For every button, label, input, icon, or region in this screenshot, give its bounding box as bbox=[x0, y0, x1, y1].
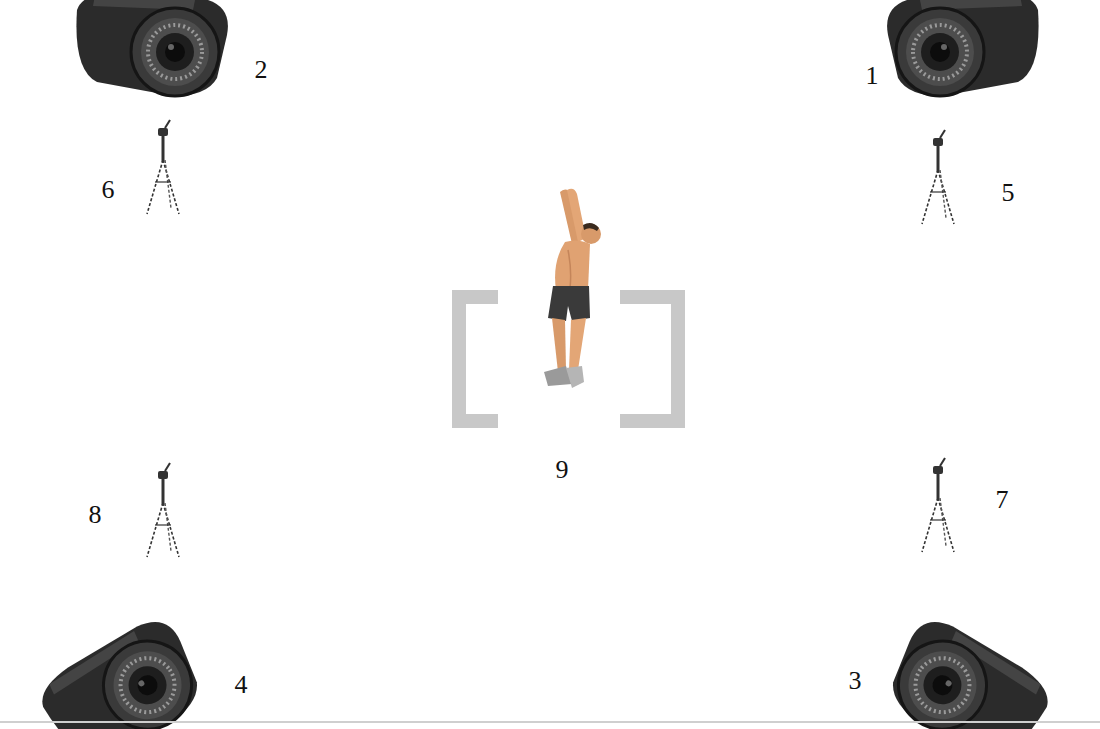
callout-number: 4 bbox=[235, 672, 248, 698]
camera bbox=[32, 606, 216, 729]
camera bbox=[887, 0, 1038, 96]
tripod bbox=[922, 130, 954, 224]
callout-number: 8 bbox=[89, 502, 102, 528]
tripod bbox=[922, 458, 954, 552]
callout-number: 5 bbox=[1002, 180, 1015, 206]
bracket bbox=[452, 290, 498, 428]
camera bbox=[874, 606, 1058, 729]
tripod bbox=[147, 463, 179, 557]
camera bbox=[76, 0, 227, 96]
callout-number: 2 bbox=[255, 57, 268, 83]
jumping-person bbox=[544, 189, 601, 388]
callout-number: 3 bbox=[849, 668, 862, 694]
floor-line bbox=[0, 721, 1100, 723]
bracket bbox=[620, 290, 685, 428]
callout-number: 7 bbox=[996, 487, 1009, 513]
tripod bbox=[147, 120, 179, 214]
callout-number: 6 bbox=[102, 177, 115, 203]
callout-number: 9 bbox=[556, 457, 569, 483]
callout-number: 1 bbox=[866, 63, 879, 89]
